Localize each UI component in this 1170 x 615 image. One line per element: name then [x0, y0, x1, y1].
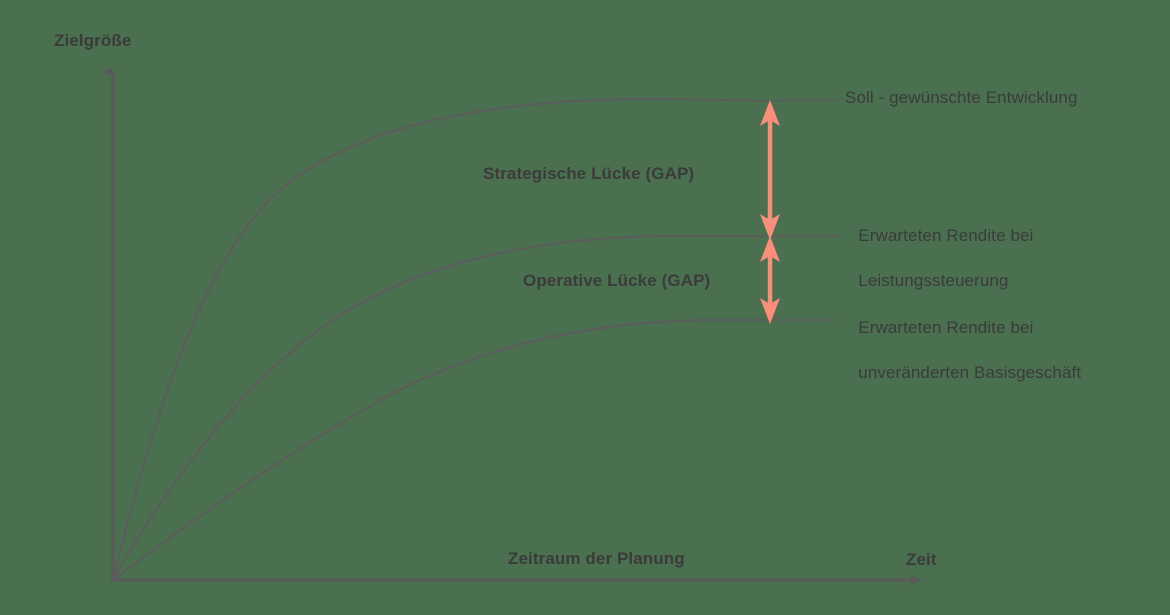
curve-label-leistung-line2: Leistungssteuerung — [858, 271, 1009, 291]
planning-period-label: Zeitraum der Planung — [508, 549, 685, 568]
curve-soll-tail — [762, 99, 839, 102]
x-axis-title: Zeit — [906, 550, 937, 569]
curve-label-leistung-line1: Erwarteten Rendite bei — [858, 226, 1034, 246]
axes-group — [103, 67, 921, 585]
curve-soll — [111, 97, 765, 582]
gap-arrows-group — [760, 100, 780, 324]
curve-label-basis-line2: unveränderten Basisgeschäft — [858, 363, 1082, 383]
curve-leistung — [111, 234, 765, 582]
curve-label-basis-line1: Erwarteten Rendite bei — [858, 318, 1034, 338]
strategic-gap-arrow — [760, 100, 780, 240]
operative-gap-arrow — [760, 236, 780, 324]
curve-label-basisgeschaeft: Erwarteten Rendite bei unveränderten Bas… — [839, 295, 1081, 407]
operative-gap-label: Operative Lücke (GAP) — [523, 271, 711, 290]
strategic-gap-label: Strategische Lücke (GAP) — [483, 164, 695, 183]
curve-label-leistungssteuerung: Erwarteten Rendite bei Leistungssteuerun… — [839, 203, 1033, 315]
curves-group — [111, 97, 839, 582]
curve-basis — [111, 318, 765, 582]
curve-label-soll: Soll - gewünschte Entwicklung — [845, 88, 1078, 107]
y-axis-title: Zielgröße — [54, 31, 132, 50]
